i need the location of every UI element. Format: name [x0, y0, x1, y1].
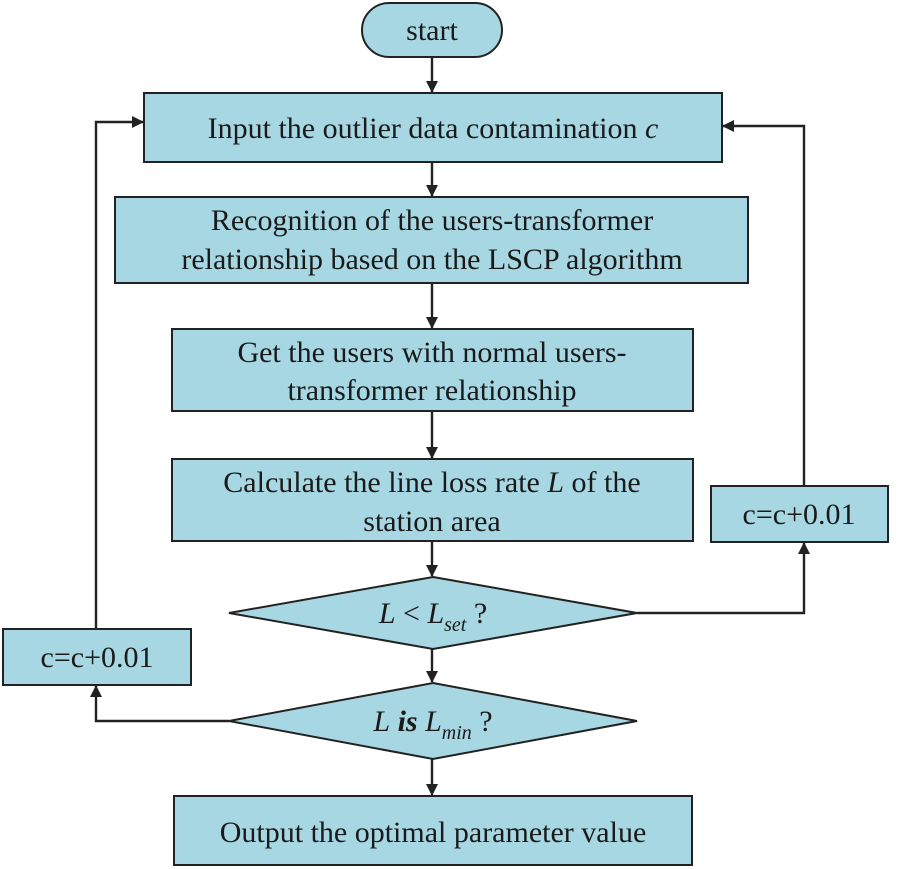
get-users-line-2: transformer relationship — [287, 374, 576, 407]
decision-min-node: L is Lmin ? — [228, 681, 638, 761]
input-contamination-label: Input the outlier data contamination c — [208, 112, 659, 145]
get-users-line-1: Get the users with normal users- — [237, 336, 626, 369]
input-contamination-node: Input the outlier data contamination c — [143, 92, 723, 163]
arrow-increment-right-to-input — [722, 120, 806, 486]
increment-left-node: c=c+0.01 — [2, 628, 192, 686]
arrow-decision-set-to-increment-right — [637, 542, 810, 615]
increment-left-label: c=c+0.01 — [41, 641, 154, 674]
calculate-line-2: station area — [363, 505, 500, 538]
output-label: Output the optimal parameter value — [220, 816, 647, 849]
output-node: Output the optimal parameter value — [173, 795, 693, 866]
decision-set-label: L < Lset ? — [378, 597, 487, 636]
calculate-loss-node: Calculate the line loss rate L of the st… — [171, 458, 694, 542]
recognition-node: Recognition of the users-transformer rel… — [114, 196, 749, 284]
calculate-line-1: Calculate the line loss rate L of the — [223, 466, 640, 499]
increment-right-node: c=c+0.01 — [710, 485, 889, 543]
increment-right-label: c=c+0.01 — [743, 498, 856, 531]
start-node: start — [361, 2, 503, 58]
arrow-decision-min-to-increment-left — [90, 685, 229, 723]
recognition-line-2: relationship based on the LSCP algorithm — [181, 243, 682, 276]
get-users-node: Get the users with normal users- transfo… — [171, 328, 694, 412]
recognition-line-1: Recognition of the users-transformer — [211, 204, 653, 237]
decision-set-node: L < Lset ? — [228, 575, 638, 651]
arrow-increment-left-to-input — [94, 116, 144, 629]
decision-min-label: L is Lmin ? — [372, 705, 492, 744]
start-label: start — [406, 14, 458, 47]
